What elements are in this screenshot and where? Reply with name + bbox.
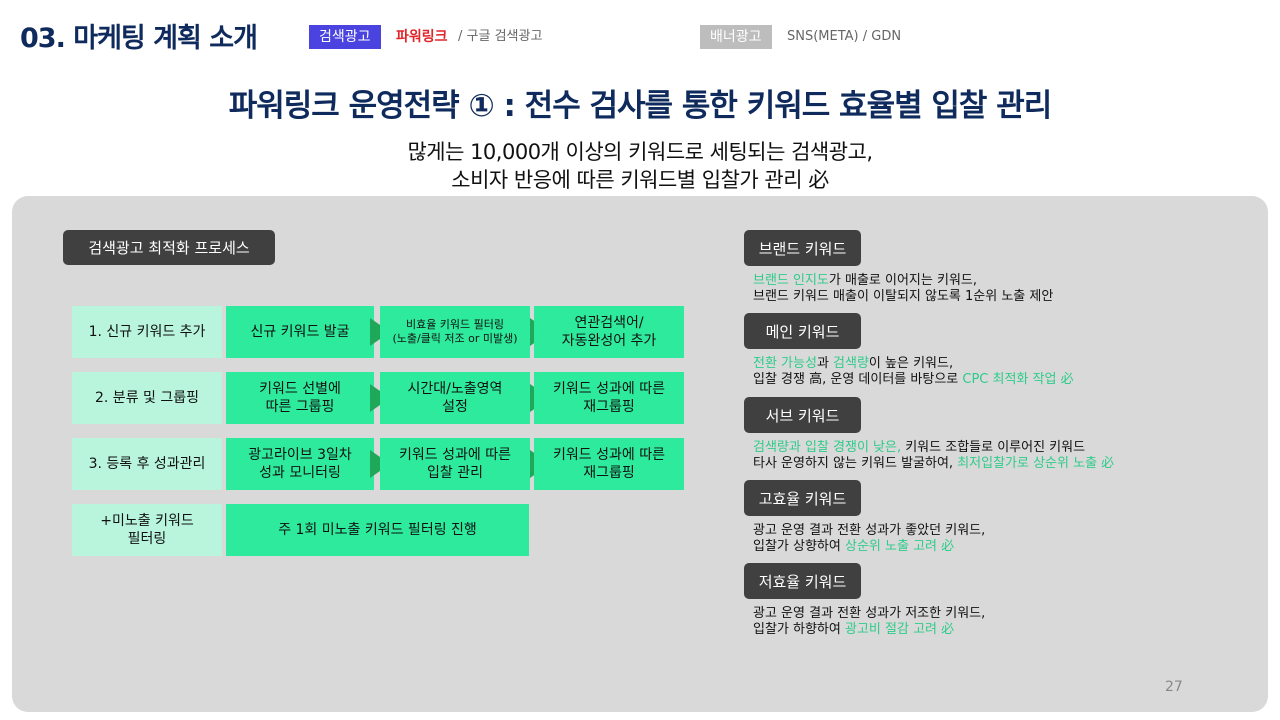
tag-banner-ads: 배너광고 xyxy=(700,25,772,49)
process-cell: 비효율 키워드 필터링 (노출/클릭 저조 or 미발생) xyxy=(380,306,530,358)
tag-search-ads: 검색광고 xyxy=(309,25,381,49)
highlight-text: 최저입찰가로 상순위 노출 必 xyxy=(957,456,1115,471)
process-cell: 키워드 선별에 따른 그룹핑 xyxy=(226,372,374,424)
process-row-label: 1. 신규 키워드 추가 xyxy=(72,306,222,358)
desc-text: 과 xyxy=(816,356,834,371)
highlight-text: 검색량 xyxy=(833,356,869,371)
desc-text: 입찰 경쟁 高, 운영 데이터를 바탕으로 xyxy=(753,372,963,387)
desc-text: 이 높은 키워드, xyxy=(868,356,954,371)
keyword-tag: 브랜드 키워드 xyxy=(744,230,861,266)
process-label: 검색광고 최적화 프로세스 xyxy=(63,230,275,265)
tag-powerlink: 파워링크 xyxy=(396,29,448,45)
keyword-desc-line: 입찰 경쟁 高, 운영 데이터를 바탕으로 CPC 최적화 작업 必 xyxy=(753,371,1074,388)
section-title: 03. 마케팅 계획 소개 xyxy=(20,23,258,54)
tag-sns-gdn: SNS(META) / GDN xyxy=(787,29,902,44)
keyword-tag: 메인 키워드 xyxy=(744,313,861,349)
keyword-tag: 서브 키워드 xyxy=(744,397,861,433)
process-cell: 키워드 성과에 따른 재그룹핑 xyxy=(534,438,684,490)
keyword-desc-line: 검색량과 입찰 경쟁이 낮은, 키워드 조합들로 이루어진 키워드 xyxy=(753,439,1085,456)
process-cell: 주 1회 미노출 키워드 필터링 진행 xyxy=(226,504,529,556)
keyword-desc-line: 타사 운영하지 않는 키워드 발굴하여, 최저입찰가로 상순위 노출 必 xyxy=(753,455,1114,472)
tag-google-search: / 구글 검색광고 xyxy=(458,29,543,44)
keyword-desc-line: 광고 운영 결과 전환 성과가 좋았던 키워드, xyxy=(753,522,985,539)
process-row-label: 3. 등록 후 성과관리 xyxy=(72,438,222,490)
process-cell: 신규 키워드 발굴 xyxy=(226,306,374,358)
desc-text: 입찰가 하향하여 xyxy=(753,622,845,637)
process-cell: 키워드 성과에 따른 입찰 관리 xyxy=(380,438,530,490)
keyword-desc-line: 브랜드 인지도가 매출로 이어지는 키워드, xyxy=(753,272,977,289)
process-cell: 광고라이브 3일차 성과 모니터링 xyxy=(226,438,374,490)
keyword-tag: 저효율 키워드 xyxy=(744,563,861,599)
process-row-label: 2. 분류 및 그룹핑 xyxy=(72,372,222,424)
main-title: 파워링크 운영전략 ① : 전수 검사를 통한 키워드 효율별 입찰 관리 xyxy=(228,88,1053,124)
process-cell: 시간대/노출영역 설정 xyxy=(380,372,530,424)
process-row-label: +미노출 키워드 필터링 xyxy=(72,504,222,556)
desc-text: 타사 운영하지 않는 키워드 발굴하여, xyxy=(753,456,958,471)
process-cell: 키워드 성과에 따른 재그룹핑 xyxy=(534,372,684,424)
highlight-text: 전환 가능성 xyxy=(753,356,817,371)
keyword-desc-line: 브랜드 키워드 매출이 이탈되지 않도록 1순위 노출 제안 xyxy=(753,288,1053,305)
desc-text: 가 매출로 이어지는 키워드, xyxy=(828,273,977,288)
highlight-text: 브랜드 인지도 xyxy=(753,273,829,288)
desc-text: 키워드 조합들로 이루어진 키워드 xyxy=(901,440,1086,455)
keyword-desc-line: 광고 운영 결과 전환 성과가 저조한 키워드, xyxy=(753,605,985,622)
highlight-text: CPC 최적화 작업 必 xyxy=(962,372,1074,387)
highlight-text: 상순위 노출 고려 必 xyxy=(845,539,955,554)
desc-text: 광고 운영 결과 전환 성과가 저조한 키워드, xyxy=(753,606,986,621)
process-cell: 연관검색어/ 자동완성어 추가 xyxy=(534,306,684,358)
desc-text: 광고 운영 결과 전환 성과가 좋았던 키워드, xyxy=(753,523,986,538)
desc-text: 브랜드 키워드 매출이 이탈되지 않도록 1순위 노출 제안 xyxy=(753,289,1054,304)
keyword-desc-line: 입찰가 하향하여 광고비 절감 고려 必 xyxy=(753,621,954,638)
subtitle-line-1: 많게는 10,000개 이상의 키워드로 세팅되는 검색광고, xyxy=(407,140,873,164)
keyword-desc-line: 전환 가능성과 검색량이 높은 키워드, xyxy=(753,355,953,372)
keyword-tag: 고효율 키워드 xyxy=(744,480,861,516)
highlight-text: 광고비 절감 고려 必 xyxy=(845,622,955,637)
keyword-desc-line: 입찰가 상향하여 상순위 노출 고려 必 xyxy=(753,538,954,555)
page-number: 27 xyxy=(1165,679,1183,695)
desc-text: 입찰가 상향하여 xyxy=(753,539,845,554)
subtitle-line-2: 소비자 반응에 따른 키워드별 입찰가 관리 必 xyxy=(451,168,829,192)
highlight-text: 검색량과 입찰 경쟁이 낮은, xyxy=(753,440,902,455)
